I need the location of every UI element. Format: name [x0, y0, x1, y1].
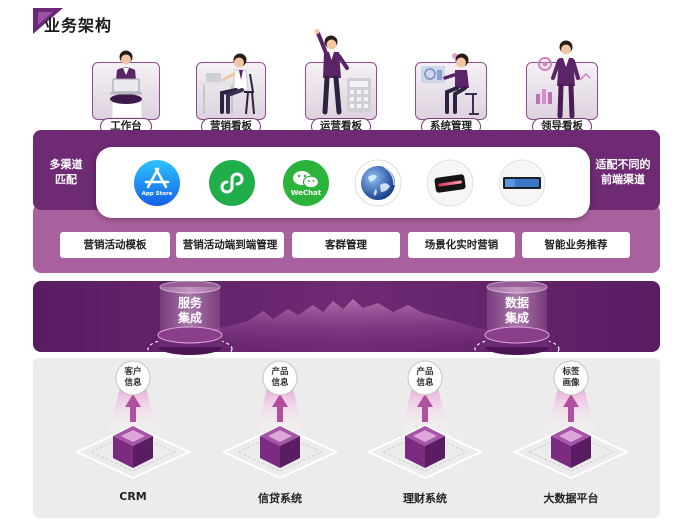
loan-system-tag: 产品信息 [271, 367, 289, 388]
big-data-cube-icon [512, 360, 630, 480]
system-name-wealth: 理财系统 [403, 492, 447, 505]
system-name-big-data: 大数据平台 [543, 492, 599, 505]
channel-left-label: 多渠道 匹配 [49, 158, 83, 186]
function-marketing-template: 营销活动模板 [60, 232, 170, 258]
globe-icon [354, 159, 402, 207]
integration-band [33, 281, 660, 352]
wealth-system-tag: 产品信息 [416, 367, 434, 388]
system-name-crm: CRM [119, 490, 147, 503]
loan-system-cube-icon [221, 360, 339, 480]
crm-cube-icon [74, 360, 192, 480]
person-leader-icon [536, 40, 591, 119]
waveform-decoration [153, 299, 553, 352]
channel-right-label: 适配不同的 前端渠道 [595, 158, 651, 186]
screen-icon [498, 159, 546, 207]
mini-program-icon [208, 159, 256, 207]
app-store-label: App Store [141, 191, 173, 197]
wealth-system-cube-icon [366, 360, 484, 480]
page-title: 业务架构 [44, 16, 113, 35]
app-store-icon: App Store [133, 159, 181, 207]
person-screen-icon [421, 53, 479, 115]
data-integration-cylinder [474, 280, 560, 362]
title-logo-icon [33, 8, 63, 34]
person-desk-icon [200, 53, 255, 115]
data-integration-label: 数据 集成 [504, 296, 529, 325]
big-data-tag: 标签画像 [562, 367, 580, 388]
system-name-loan: 信贷系统 [258, 492, 302, 505]
function-end-to-end-management: 营销活动端到端管理 [176, 232, 284, 258]
wechat-icon: WeChat [282, 159, 330, 207]
service-integration-label: 服务 集成 [177, 296, 202, 325]
function-smart-recommendation: 智能业务推荐 [522, 232, 630, 258]
service-integration-cylinder [147, 280, 233, 362]
device-icon [426, 159, 474, 207]
function-realtime-marketing: 场景化实时营销 [408, 232, 515, 258]
person-calculator-icon [314, 29, 371, 115]
person-laptop-icon [110, 50, 143, 119]
crm-tag: 客户信息 [124, 367, 142, 388]
wechat-label: WeChat [290, 189, 322, 197]
function-customer-group: 客群管理 [292, 232, 400, 258]
